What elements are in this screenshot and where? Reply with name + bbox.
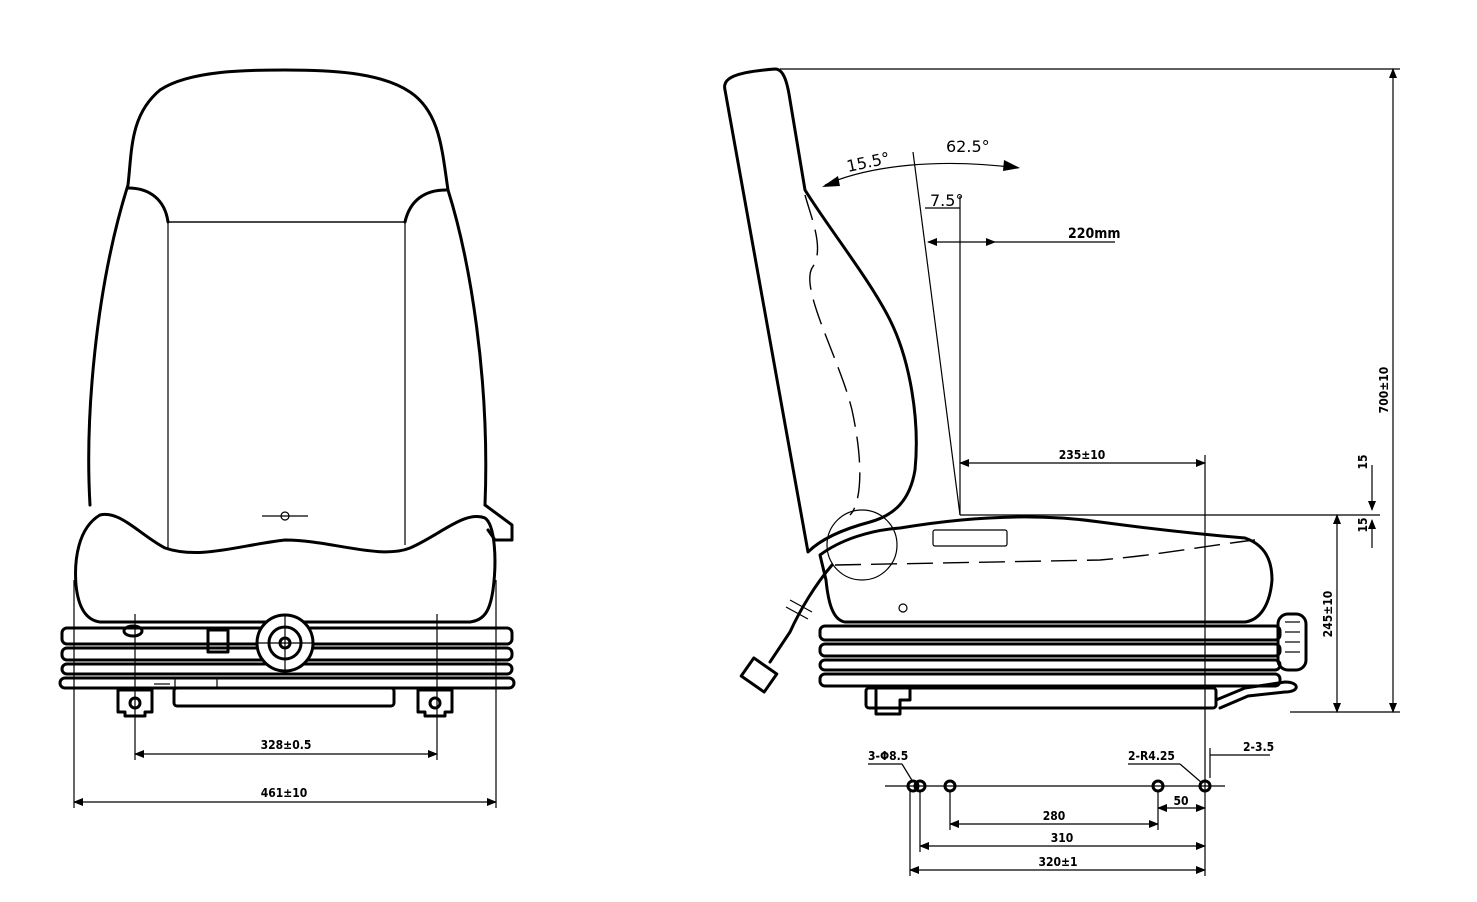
mount-dim-280-label: 280 [1043, 809, 1066, 823]
front-headrest-divider-right [403, 188, 448, 224]
front-slide-lever [206, 628, 230, 654]
mount-callout-hole-label: 3-Φ8.5 [868, 749, 908, 763]
side-seat-label-pad [932, 529, 1008, 547]
side-connector [739, 656, 779, 694]
mount-callout-radius-pointer [1179, 763, 1203, 784]
side-dim-15-down-label: 15 [1356, 517, 1370, 532]
side-wire-tie-1 [789, 599, 813, 613]
side-recline-arc [824, 162, 1019, 186]
side-weight-knob [1276, 612, 1308, 672]
side-backrest-hidden-curve [804, 194, 861, 516]
mount-dim-310-label: 310 [1051, 831, 1074, 845]
side-dim-15-up-label: 15 [1356, 454, 1370, 469]
side-view: 15.5° 62.5° 7.5° 220mm 235±10 700±10 245… [723, 67, 1400, 876]
side-hinge-arc [826, 509, 898, 581]
front-bolt-left [122, 624, 144, 638]
front-dim-461-label: 461±10 [261, 786, 308, 800]
side-base-rail [818, 672, 1282, 688]
side-backrest-outline [723, 67, 918, 554]
front-mount-foot-right [416, 688, 454, 718]
front-dim-328-label: 328±0.5 [261, 738, 312, 752]
front-backrest-outline [87, 68, 488, 507]
mount-dim-50-label: 50 [1173, 794, 1188, 808]
front-rail-bracket [174, 677, 218, 689]
side-rail-clip [874, 686, 912, 716]
side-dim-700-label: 700±10 [1377, 367, 1391, 414]
side-angle-62-5: 62.5° [946, 137, 990, 156]
side-seat-hidden-line [834, 539, 1256, 566]
front-center-panel [167, 221, 406, 548]
mount-dim-320-label: 320±1 [1038, 855, 1077, 869]
mount-hole-5 [1198, 779, 1212, 793]
mount-pattern: 3-Φ8.5 2-R4.25 2-3.5 50 280 310 320±1 [868, 740, 1274, 876]
side-angle-ref-line [912, 151, 961, 516]
mount-callout-radius-label: 2-R4.25 [1128, 749, 1175, 763]
front-foot-bolt-right [428, 696, 442, 710]
side-seat-rivet [898, 603, 908, 613]
mount-callout-offset-label: 2-3.5 [1243, 740, 1274, 754]
side-wire-harness [768, 563, 834, 664]
side-recline-arrow-left [822, 176, 840, 187]
side-base-plate-top [818, 624, 1282, 642]
side-slide-lever [1214, 680, 1298, 710]
side-dim-220-label: 220mm [1068, 226, 1121, 242]
front-slide-rail [172, 686, 396, 708]
front-seat-cushion [74, 512, 497, 624]
side-seat-cushion [818, 515, 1274, 624]
side-dim-235-label: 235±10 [1059, 448, 1106, 462]
mount-callout-hole-pointer [901, 763, 914, 783]
front-mount-foot-left [116, 688, 154, 718]
side-base-plate-low [818, 658, 1282, 672]
side-angle-15-5: 15.5° [845, 148, 892, 176]
side-angle-7-5: 7.5° [930, 191, 963, 210]
front-headrest-divider-left [126, 186, 170, 224]
front-view: 328±0.5 461±10 [58, 68, 516, 808]
side-wire-tie-2 [785, 606, 809, 620]
side-slide-rail [864, 686, 1218, 710]
front-lumbar-knob [280, 511, 290, 521]
side-recline-arrow-right [1003, 160, 1020, 171]
side-dim-245-label: 245±10 [1321, 591, 1335, 638]
side-base-plate-mid [818, 642, 1282, 658]
